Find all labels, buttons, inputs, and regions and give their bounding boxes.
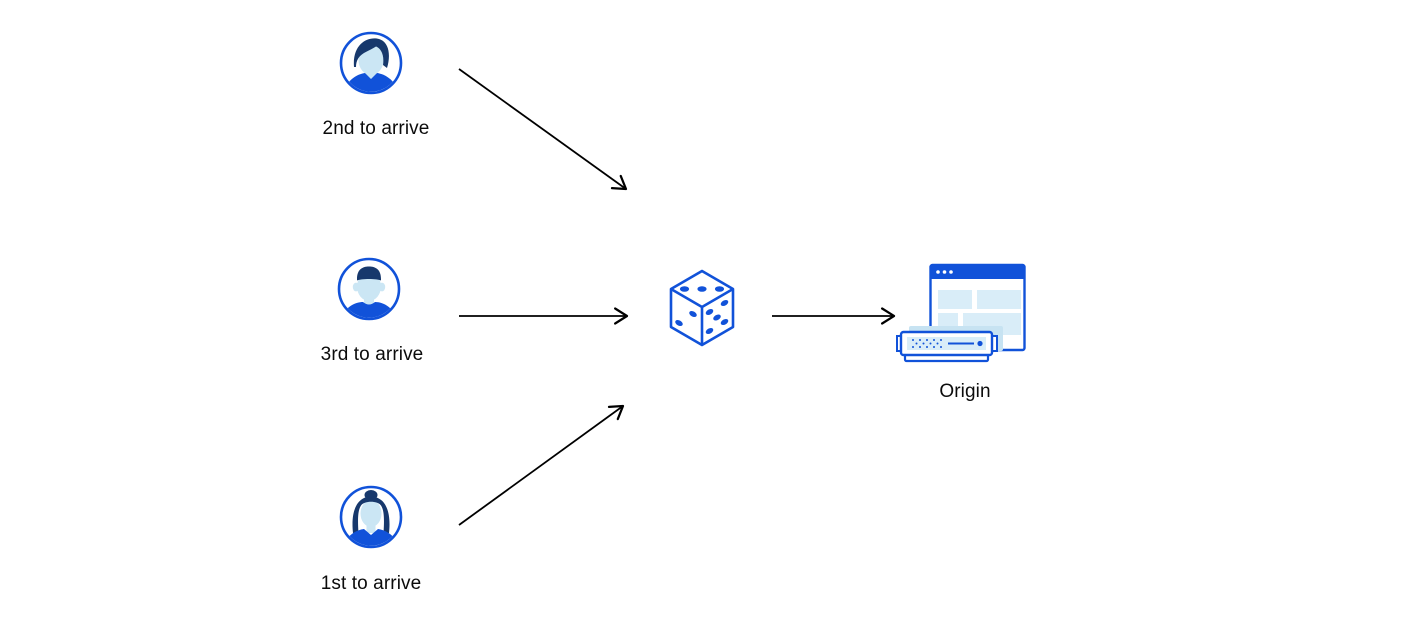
person-male-flattop-avatar [337, 257, 401, 321]
origin-server-browser-icon [896, 263, 1026, 363]
arrow-first-to-dice [458, 404, 625, 526]
label-person-first: 1st to arrive [320, 573, 422, 594]
server-appliance [896, 326, 1003, 363]
arrow-second-to-dice [458, 68, 628, 191]
label-origin: Origin [939, 381, 991, 402]
label-person-second: 2nd to arrive [322, 118, 430, 139]
dice-random-icon [669, 269, 735, 347]
person-female-bun-avatar [339, 485, 403, 549]
browser-title-bar [930, 265, 1025, 279]
person-male-wavy-hair-avatar [339, 31, 403, 95]
label-person-third: 3rd to arrive [320, 344, 424, 365]
server-led-dots [912, 339, 942, 348]
